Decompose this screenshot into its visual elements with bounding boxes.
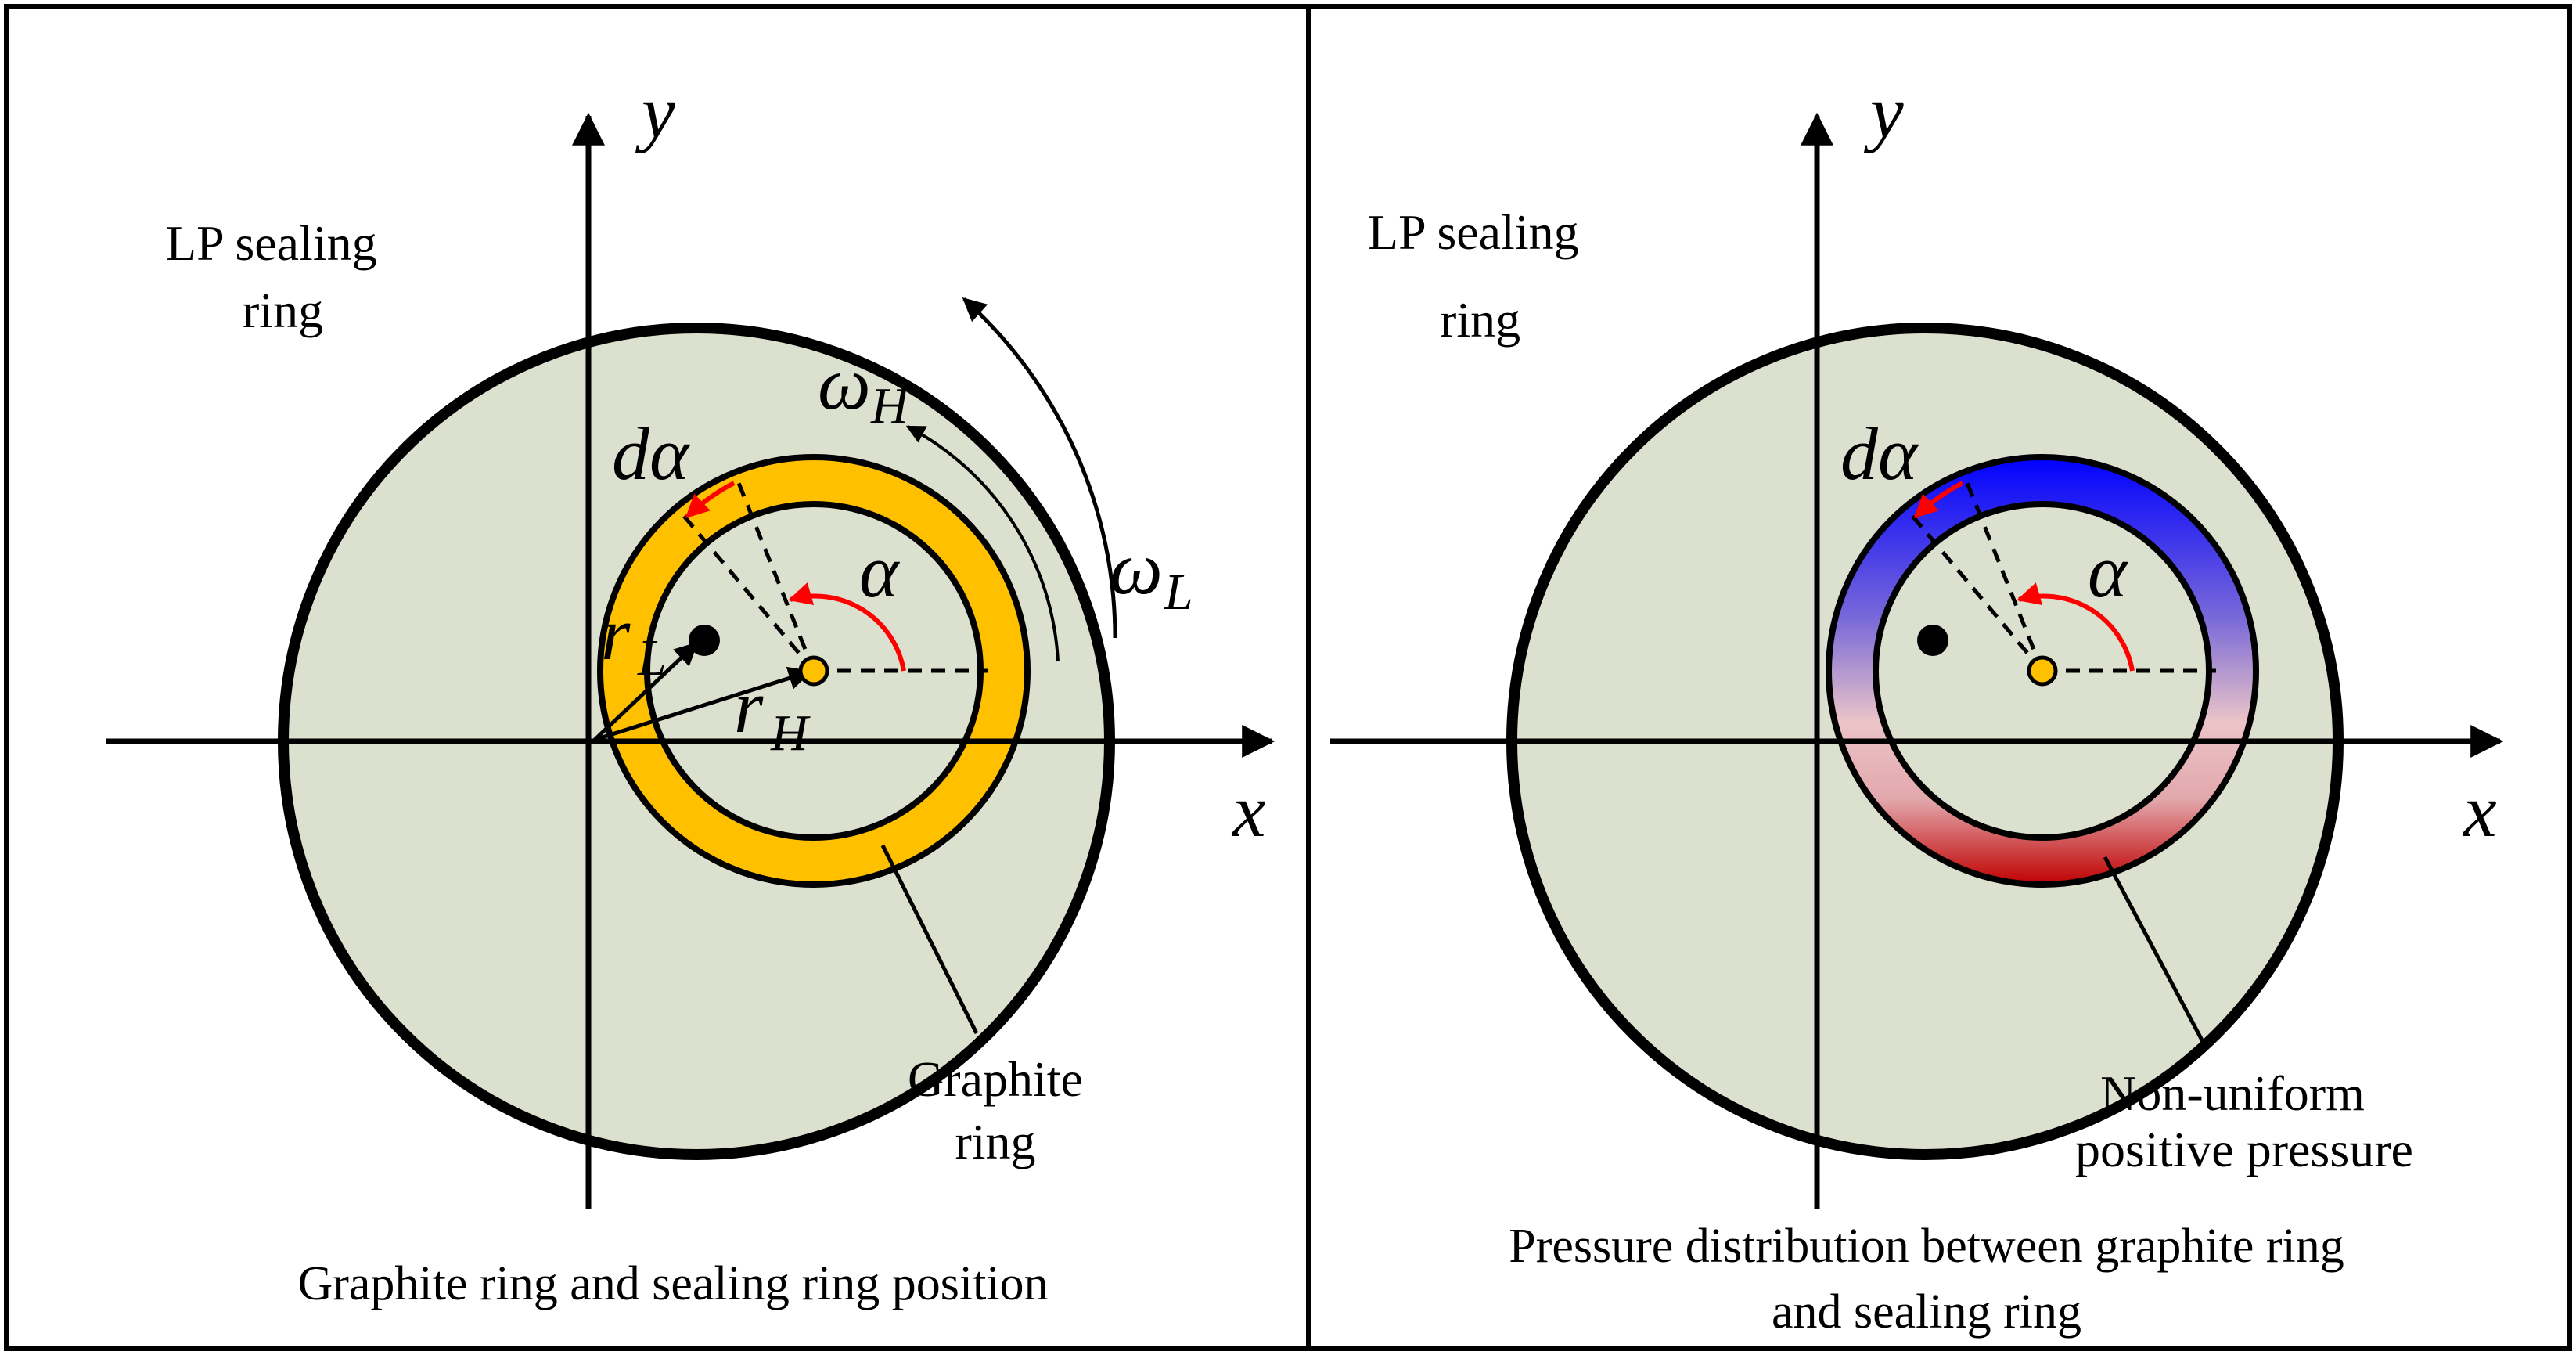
dalpha-arc-arrow: [685, 481, 736, 519]
svg-text:ω: ω: [1110, 526, 1163, 610]
svg-text:L: L: [1164, 564, 1193, 621]
lp-label-line1: LP sealing: [166, 215, 377, 271]
graphite-ring: [600, 457, 1027, 885]
dalpha-radial-line-1: [678, 509, 815, 672]
x-axis-label: x: [1231, 769, 1266, 852]
lp-ring-center-dot: [689, 625, 720, 656]
svg-text:H: H: [870, 377, 911, 434]
dalpha-radial-line-2-right: [1960, 470, 2045, 672]
right-panel: x y LP sealing ring dα α Non-uniform pos…: [1306, 4, 2572, 1351]
graphite-leader-line: [880, 844, 979, 1035]
alpha-arc-arrow: [788, 582, 906, 672]
svg-text:r: r: [734, 665, 764, 748]
svg-text:ω: ω: [818, 341, 871, 425]
r-h-arrow: [594, 666, 812, 742]
graphite-label-line2: ring: [955, 1114, 1035, 1169]
svg-text:r: r: [601, 592, 631, 676]
dalpha-label-right: dα: [1840, 412, 1919, 496]
lp-label-line1-right: LP sealing: [1368, 204, 1579, 260]
left-caption: Graphite ring and sealing ring position: [297, 1257, 1048, 1310]
alpha-label: α: [859, 529, 900, 613]
omega-l-arrow: [962, 297, 1117, 639]
lp-label-line2-right: ring: [1440, 292, 1520, 348]
right-caption-line2: and sealing ring: [1772, 1285, 2081, 1339]
dalpha-arc-arrow-right: [1913, 481, 1964, 519]
lp-label-line2: ring: [243, 283, 323, 338]
graphite-ring-center-marker-right: [2027, 655, 2058, 687]
omega-h-label: ω H: [818, 341, 911, 434]
y-axis-label-right: y: [1863, 70, 1904, 153]
svg-text:L: L: [637, 629, 667, 687]
r-l-arrow: [593, 641, 699, 741]
graphite-ring-outer-edge: [597, 454, 1031, 888]
svg-text:H: H: [770, 705, 811, 762]
x-axis-label-right: x: [2462, 769, 2497, 852]
r-l-label: r L: [601, 592, 667, 687]
y-axis-label: y: [635, 70, 675, 153]
pressure-leader-line: [2103, 856, 2209, 1050]
pressure-label-line1: Non-uniform: [2100, 1065, 2365, 1121]
pressure-ring-outer-edge: [1826, 454, 2259, 888]
dalpha-label: dα: [612, 412, 690, 496]
omega-l-label: ω L: [1110, 526, 1193, 621]
alpha-label-right: α: [2088, 529, 2128, 613]
left-panel: x y LP sealing ring ω H ω L dα α: [4, 4, 1311, 1351]
right-caption-line1: Pressure distribution between graphite r…: [1509, 1220, 2344, 1273]
pressure-label-line2: positive pressure: [2075, 1122, 2413, 1177]
r-h-label: r H: [734, 665, 811, 762]
graphite-ring-center-marker: [798, 655, 829, 687]
alpha-arc-arrow-right: [2017, 582, 2135, 672]
lp-ring-center-dot-right: [1917, 625, 1948, 656]
graphite-label-line1: Graphite: [908, 1051, 1083, 1107]
dalpha-radial-line-1-right: [1906, 509, 2044, 672]
omega-h-arrow: [905, 425, 1060, 662]
dalpha-radial-line-2: [732, 470, 816, 672]
